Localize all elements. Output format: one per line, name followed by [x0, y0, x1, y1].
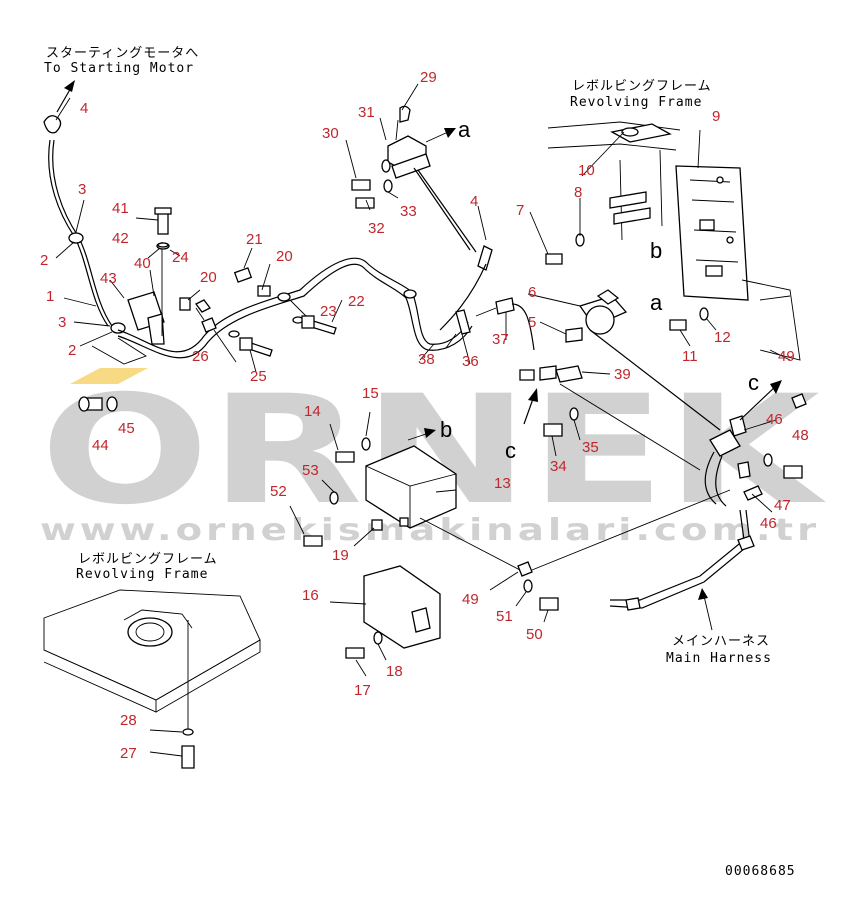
part-label-17: 17 [354, 682, 371, 699]
part-label-38: 38 [418, 351, 435, 368]
ref-letter-a-top: a [458, 117, 471, 142]
part-label-34: 34 [550, 458, 567, 475]
part-label-16: 16 [302, 587, 319, 604]
line-drawing [43, 80, 807, 769]
part-label-24: 24 [172, 249, 189, 266]
part-label-42: 42 [112, 230, 129, 247]
part-label-43: 43 [100, 270, 117, 287]
leader-lines [55, 83, 791, 757]
part-label-53: 53 [302, 462, 319, 479]
part-label-47: 47 [774, 497, 791, 514]
ref-letter-c-mid: c [505, 438, 516, 463]
part-label-4: 4 [80, 100, 88, 117]
caption-revolving-frame-en-top: Revolving Frame [570, 95, 702, 110]
drawing-number: 00068685 [725, 864, 796, 879]
ref-letter-b-top: b [650, 238, 662, 263]
caption-main-harness-en: Main Harness [666, 651, 772, 666]
part-label-6: 6 [528, 284, 536, 301]
reference-letters: a a b b c c [440, 117, 759, 463]
part-label-1: 1 [46, 288, 54, 305]
part-label-3: 3 [78, 181, 86, 198]
part-label-11: 11 [682, 348, 698, 365]
part-label-2: 2 [68, 342, 76, 359]
part-label-52: 52 [270, 483, 287, 500]
part-label-27: 27 [120, 745, 137, 762]
part-label-22: 22 [348, 293, 365, 310]
part-label-9: 9 [712, 108, 720, 125]
part-label-49: 49 [778, 348, 795, 365]
part-label-8: 8 [574, 184, 582, 201]
part-label-18: 18 [386, 663, 403, 680]
part-label-50: 50 [526, 626, 543, 643]
part-label-7: 7 [516, 202, 524, 219]
part-label-39: 39 [614, 366, 631, 383]
watermark: ORNEK www.ornekismakinalari.com.tr [40, 364, 826, 548]
part-label-20: 20 [276, 248, 293, 265]
part-label-23: 23 [320, 303, 337, 320]
part-label-15: 15 [362, 385, 379, 402]
part-label-46: 46 [760, 515, 777, 532]
part-label-46: 46 [766, 411, 783, 428]
part-label-3: 3 [58, 314, 66, 331]
part-label-19: 19 [332, 547, 349, 564]
part-labels: 1 2 2 3 3 4 4 5 6 7 8 9 10 11 12 13 14 1… [40, 69, 809, 762]
part-label-31: 31 [358, 104, 375, 121]
part-label-33: 33 [400, 203, 417, 220]
part-label-41: 41 [112, 200, 129, 217]
watermark-accent-shape [70, 368, 148, 384]
caption-main-harness-jp: メインハーネス [672, 634, 770, 649]
part-label-12: 12 [714, 329, 731, 346]
part-label-32: 32 [368, 220, 385, 237]
ref-letter-c-right: c [748, 370, 759, 395]
captions: スターティングモータへ To Starting Motor レボルビングフレーム… [44, 46, 796, 879]
caption-starting-motor-en: To Starting Motor [44, 61, 194, 76]
part-label-13: 13 [494, 475, 511, 492]
part-label-26: 26 [192, 348, 209, 365]
part-label-2: 2 [40, 252, 48, 269]
caption-revolving-frame-jp-bottom: レボルビングフレーム [78, 552, 218, 567]
caption-revolving-frame-en-bottom: Revolving Frame [76, 567, 208, 582]
part-label-4: 4 [470, 193, 478, 210]
part-label-29: 29 [420, 69, 437, 86]
ref-letter-b-mid: b [440, 417, 452, 442]
caption-revolving-frame-jp-top: レボルビングフレーム [572, 79, 712, 94]
part-label-48: 48 [792, 427, 809, 444]
part-label-45: 45 [118, 420, 135, 437]
part-label-49: 49 [462, 591, 479, 608]
part-label-51: 51 [496, 608, 513, 625]
part-label-5: 5 [528, 314, 536, 331]
part-label-30: 30 [322, 125, 339, 142]
part-label-20: 20 [200, 269, 217, 286]
part-label-14: 14 [304, 403, 321, 420]
part-label-40: 40 [134, 255, 151, 272]
part-label-28: 28 [120, 712, 137, 729]
part-label-37: 37 [492, 331, 509, 348]
part-label-44: 44 [92, 437, 109, 454]
ref-letter-a-right: a [650, 290, 663, 315]
part-label-35: 35 [582, 439, 599, 456]
part-label-10: 10 [578, 162, 595, 179]
part-label-36: 36 [462, 353, 479, 370]
caption-starting-motor-jp: スターティングモータへ [46, 46, 199, 61]
part-label-25: 25 [250, 368, 267, 385]
part-label-21: 21 [246, 231, 263, 248]
